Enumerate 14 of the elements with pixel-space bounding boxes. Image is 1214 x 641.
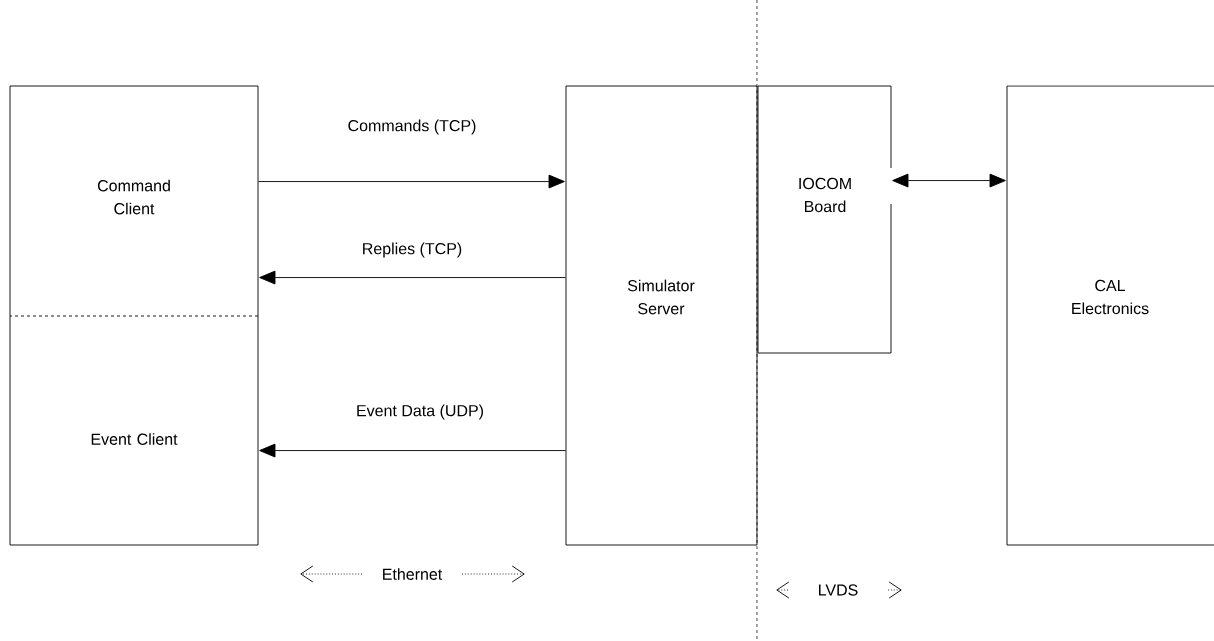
label: LVDS	[819, 584, 858, 596]
edge-label: Commands (TCP)	[346, 118, 478, 136]
arrow	[259, 443, 566, 458]
label: Ethernet	[383, 568, 443, 580]
arrow	[892, 173, 1006, 188]
arrow	[258, 174, 565, 189]
block-box: IOCOM Board	[757, 85, 892, 354]
block-box: Event Client	[9, 315, 259, 546]
block-box: Command Client	[9, 85, 259, 317]
block-box: CAL Electronics	[1006, 85, 1214, 546]
edge-label: Event Data (UDP)	[355, 403, 486, 421]
arrow	[259, 270, 566, 285]
block-box: Simulator Server	[565, 85, 758, 546]
edge-label: Replies (TCP)	[360, 241, 464, 259]
